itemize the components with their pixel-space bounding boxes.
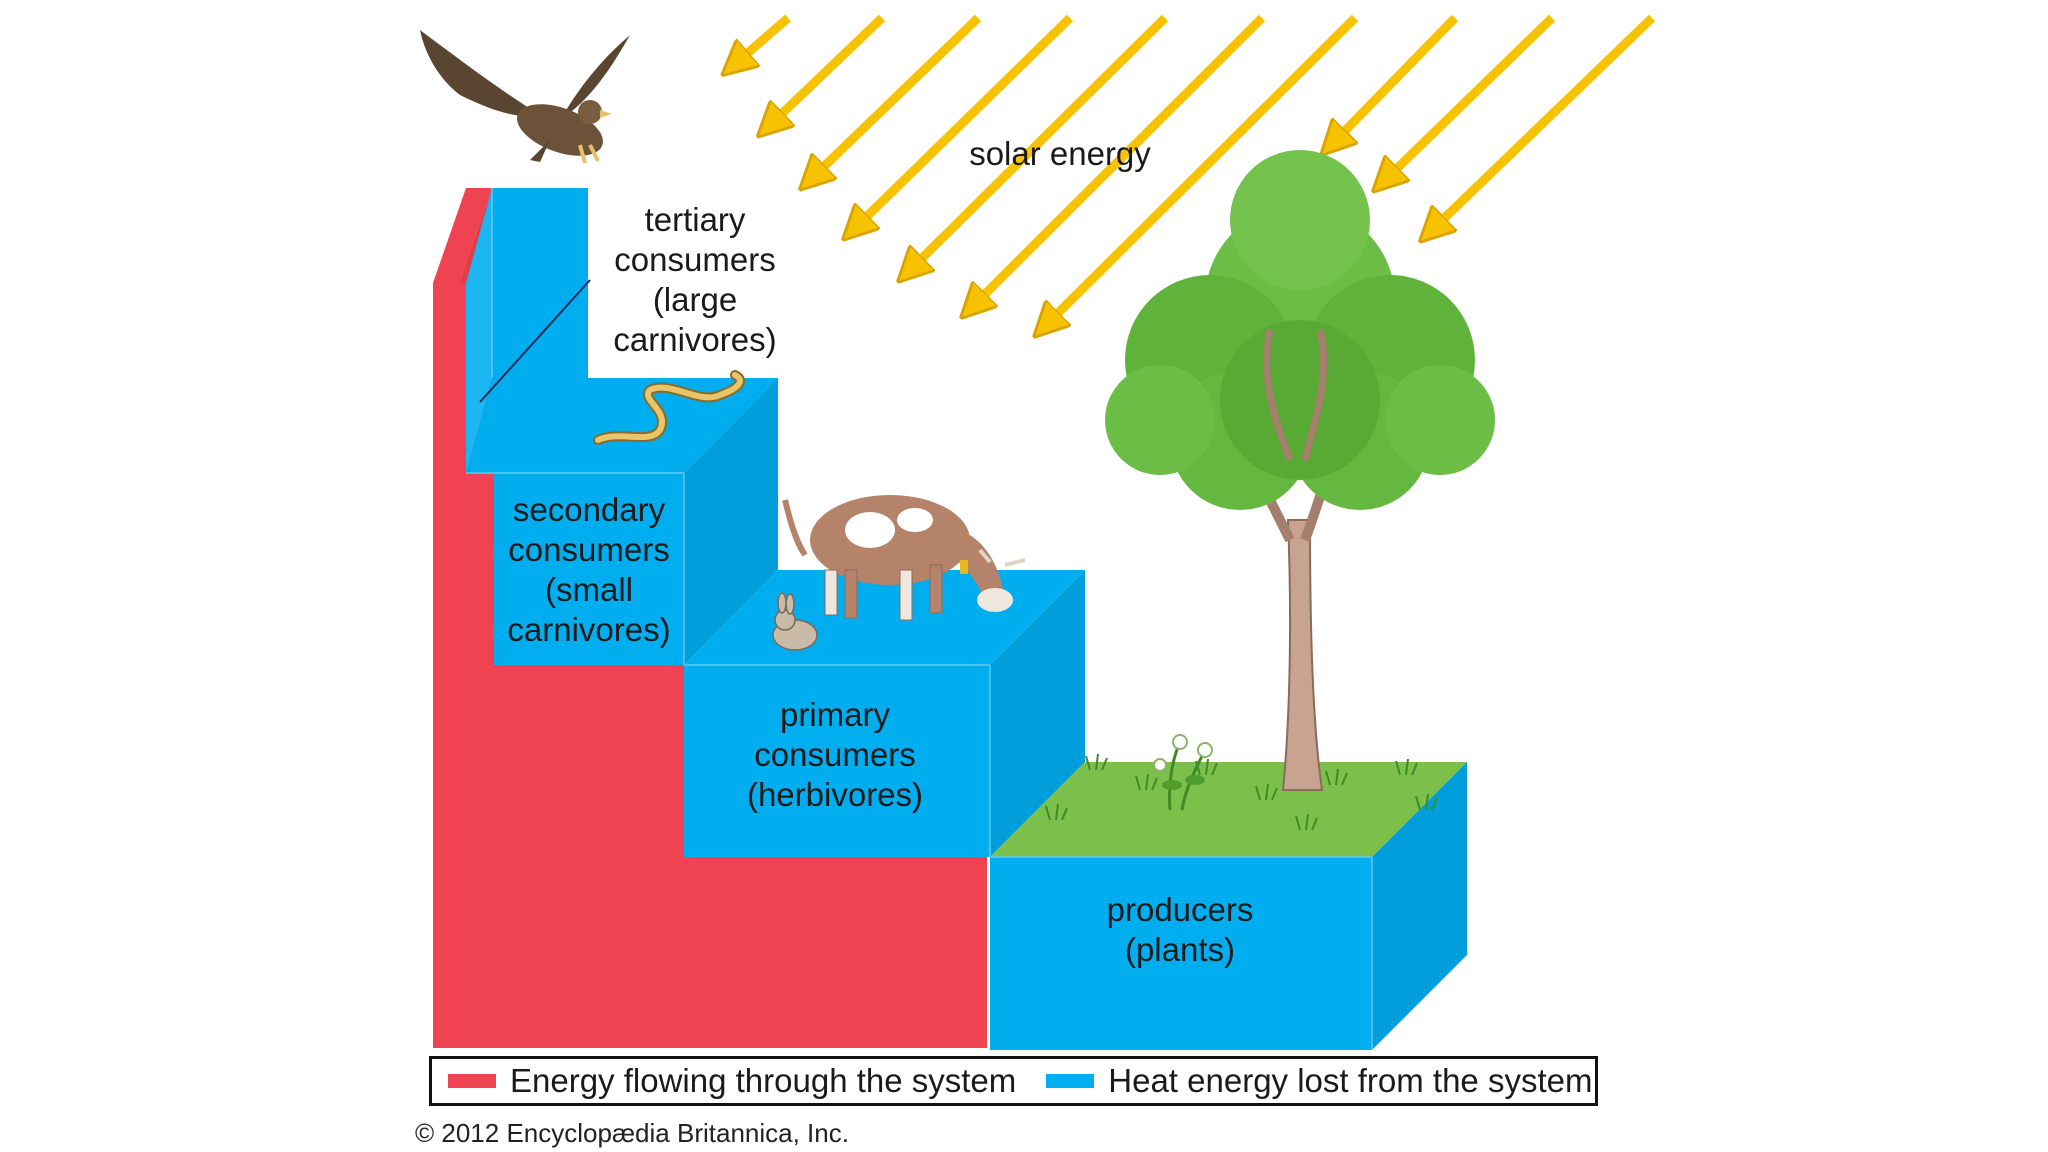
tertiary-leader-line xyxy=(479,279,591,403)
eagle-icon xyxy=(420,30,630,164)
solar-energy-label: solar energy xyxy=(969,135,1151,172)
tertiary-consumers-label: tertiary consumers (large carnivores) xyxy=(613,201,777,358)
primary-consumers-label: primary consumers (herbivores) xyxy=(746,696,924,813)
legend: Energy flowing through the system Heat e… xyxy=(429,1056,1598,1106)
solar-arrow-icon xyxy=(1046,14,1359,325)
snake-icon xyxy=(593,370,745,445)
cow-icon xyxy=(782,495,1026,621)
legend-item-energy-flow: Energy flowing through the system xyxy=(448,1062,1016,1100)
rabbit-icon xyxy=(772,592,818,651)
energy-flow-swatch xyxy=(448,1074,496,1088)
solar-arrow-icon xyxy=(973,14,1266,306)
solar-arrows xyxy=(735,14,1656,325)
solar-arrow-icon xyxy=(812,14,982,178)
producers-label: producers (plants) xyxy=(1106,891,1254,968)
heat-lost-swatch xyxy=(1046,1074,1095,1088)
solar-arrow-icon xyxy=(1385,14,1556,180)
grass-icon xyxy=(1045,753,1438,831)
secondary-consumers-label: secondary consumers (small carnivores) xyxy=(507,491,671,648)
legend-label-energy-flow: Energy flowing through the system xyxy=(510,1062,1017,1099)
legend-item-heat-lost: Heat energy lost from the system xyxy=(1046,1062,1592,1100)
tree-icon xyxy=(1105,150,1495,791)
producers-step xyxy=(990,734,1467,1050)
solar-arrow-icon xyxy=(1432,14,1656,230)
flower-icon xyxy=(1153,734,1213,811)
solar-arrow-icon xyxy=(855,14,1074,228)
copyright-notice: © 2012 Encyclopædia Britannica, Inc. xyxy=(415,1118,849,1148)
solar-arrow-icon xyxy=(770,14,886,125)
legend-label-heat-lost: Heat energy lost from the system xyxy=(1108,1062,1593,1099)
solar-arrow-icon xyxy=(910,14,1169,270)
secondary-step xyxy=(494,378,778,665)
solar-arrow-icon xyxy=(735,14,791,64)
solar-arrow-icon xyxy=(1333,14,1459,143)
